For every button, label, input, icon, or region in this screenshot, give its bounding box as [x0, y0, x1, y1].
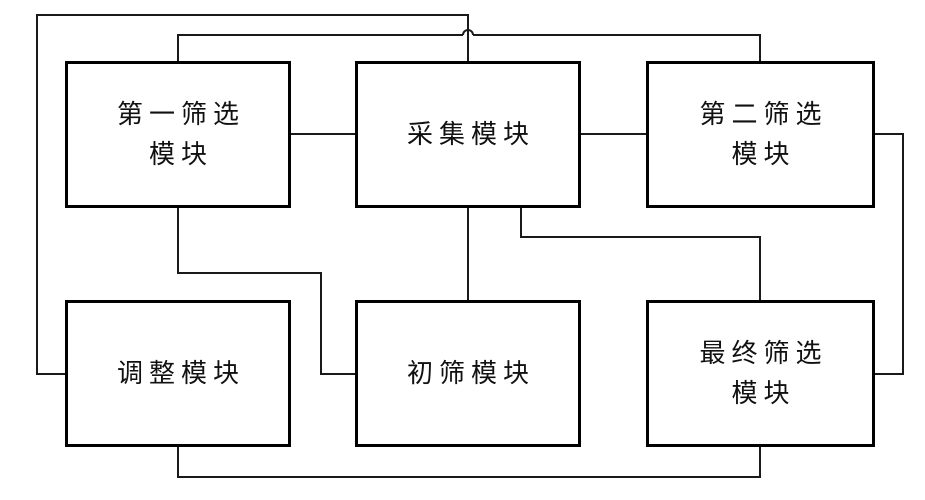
node-collect-label: 采集模块 — [401, 115, 535, 155]
node-second-filter: 第二筛选 模块 — [646, 61, 875, 208]
node-initial-filter: 初筛模块 — [355, 300, 581, 447]
node-adjust: 调整模块 — [65, 300, 291, 447]
node-initial-filter-label: 初筛模块 — [401, 354, 535, 394]
node-final-filter-label: 最终筛选 模块 — [693, 334, 827, 414]
node-first-filter: 第一筛选 模块 — [65, 61, 291, 208]
edge-collect-final — [521, 208, 760, 300]
edge-second-final — [875, 134, 903, 374]
edge-first-second — [178, 35, 463, 61]
edge-first-second-end — [473, 35, 760, 61]
edge-adjust-final — [178, 447, 760, 477]
node-first-filter-label: 第一筛选 模块 — [111, 95, 245, 175]
node-final-filter: 最终筛选 模块 — [646, 300, 875, 447]
node-collect: 采集模块 — [355, 61, 581, 208]
node-adjust-label: 调整模块 — [111, 354, 245, 394]
node-second-filter-label: 第二筛选 模块 — [693, 95, 827, 175]
